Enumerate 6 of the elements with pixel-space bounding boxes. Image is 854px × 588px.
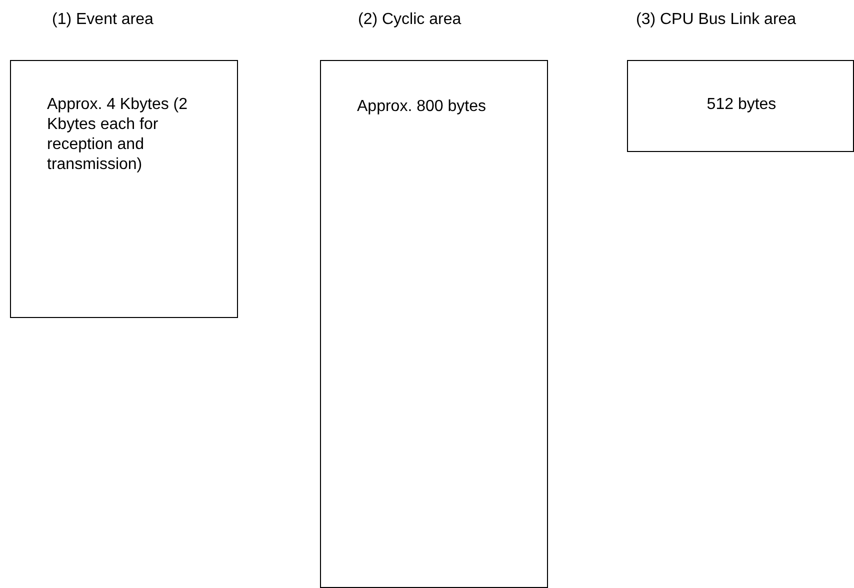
area-size-text: Approx. 800 bytes bbox=[357, 97, 487, 117]
area-size-text: Approx. 4 Kbytes (2 Kbytes each for reception and transmission) bbox=[47, 95, 189, 175]
area-heading: (3) CPU Bus Link area bbox=[636, 10, 796, 30]
area-heading: (1) Event area bbox=[52, 10, 154, 30]
area-size-text: 512 bytes bbox=[706, 95, 778, 115]
area-heading: (2) Cyclic area bbox=[358, 10, 462, 30]
